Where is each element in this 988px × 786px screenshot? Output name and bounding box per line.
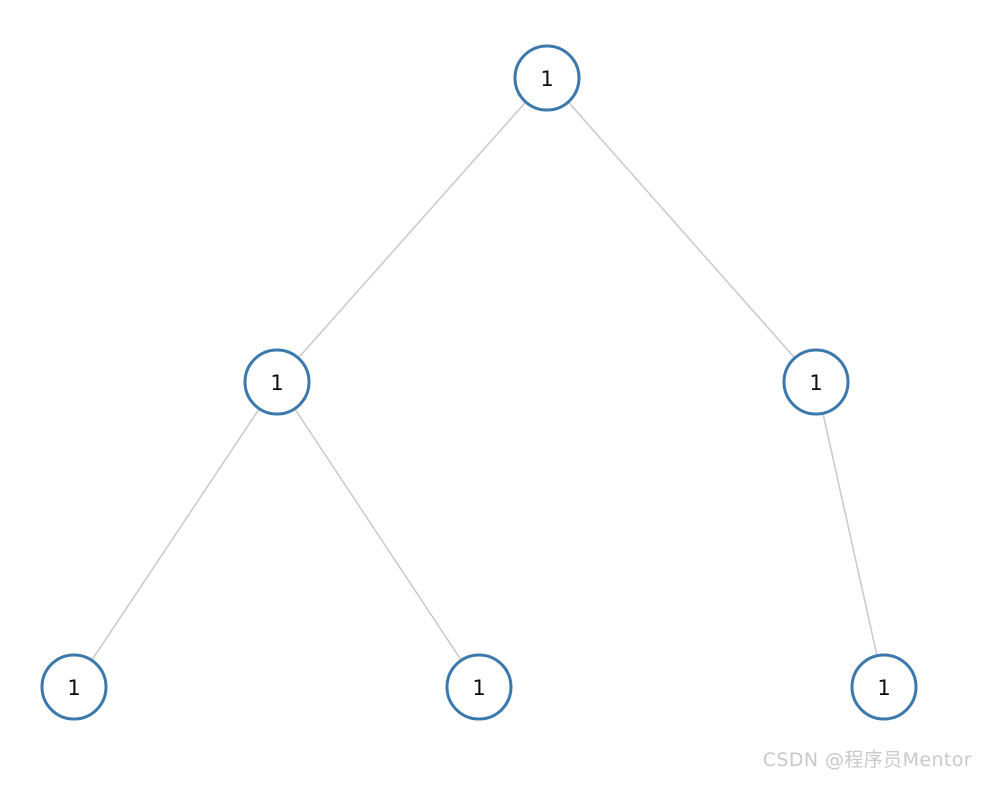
- tree-node-left-label: 1: [270, 371, 283, 395]
- tree-edge-left-left: [91, 409, 260, 660]
- tree-node-right-circle[interactable]: [782, 348, 850, 416]
- tree-node-left[interactable]: 1: [243, 348, 311, 416]
- tree-node-right-label: 1: [809, 371, 822, 395]
- tree-node-root-label: 1: [540, 67, 553, 91]
- tree-nodes-layer: 1 1 1 1 1 1: [40, 44, 918, 721]
- tree-edge-root-left: [298, 102, 526, 358]
- tree-node-left-left[interactable]: 1: [40, 653, 108, 721]
- tree-node-right-right-circle[interactable]: [850, 653, 918, 721]
- tree-edges-layer: [91, 102, 878, 660]
- tree-node-right-right-label: 1: [877, 676, 890, 700]
- tree-node-right[interactable]: 1: [782, 348, 850, 416]
- tree-node-left-left-label: 1: [67, 676, 80, 700]
- tree-edge-root-right: [568, 102, 795, 358]
- tree-node-right-right[interactable]: 1: [850, 653, 918, 721]
- tree-edge-right-right: [822, 413, 878, 656]
- tree-node-left-circle[interactable]: [243, 348, 311, 416]
- tree-node-left-right-label: 1: [472, 676, 485, 700]
- tree-node-root[interactable]: 1: [513, 44, 581, 112]
- tree-node-left-right[interactable]: 1: [445, 653, 513, 721]
- tree-edge-left-right: [294, 409, 462, 660]
- csdn-watermark: CSDN @程序员Mentor: [762, 749, 972, 771]
- tree-node-left-left-circle[interactable]: [40, 653, 108, 721]
- tree-node-left-right-circle[interactable]: [445, 653, 513, 721]
- tree-node-root-circle[interactable]: [513, 44, 581, 112]
